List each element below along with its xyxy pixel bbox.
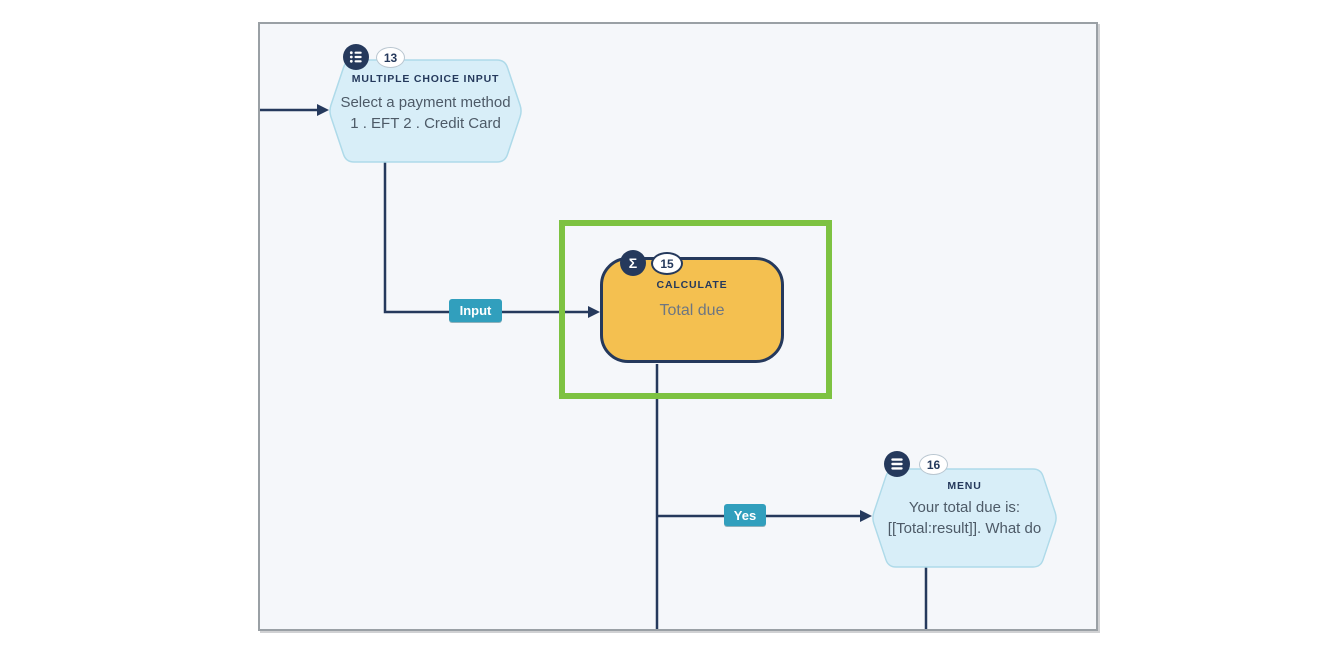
bullet-list-icon (343, 44, 369, 70)
edge-label-yes[interactable]: Yes (724, 504, 766, 526)
sigma-icon: Σ (620, 250, 646, 276)
arrowhead-entry (317, 104, 329, 116)
node-type-label: MULTIPLE CHOICE INPUT (351, 73, 500, 85)
node-number-badge: 15 (651, 252, 683, 275)
node-calculate[interactable]: Σ 15 CALCULATE Total due (600, 250, 784, 363)
node-body-text: Your total due is: [[Total:result]]. Wha… (887, 499, 1042, 537)
node-number: 15 (660, 256, 674, 271)
node-number: 13 (383, 50, 398, 65)
node-type-label: MENU (947, 480, 982, 492)
node-type-label: CALCULATE (656, 279, 728, 291)
edge-label-input[interactable]: Input (449, 299, 502, 322)
node-number-badge: 13 (376, 47, 405, 68)
arrowhead-yes (860, 510, 872, 522)
node-body-text: Select a payment method 1 . EFT 2 . Cred… (340, 94, 511, 132)
node-body-text: Total due (659, 302, 725, 319)
hamburger-menu-icon (884, 451, 910, 477)
node-multiple-choice-input[interactable]: 13 MULTIPLE CHOICE INPUT Select a paymen… (329, 44, 522, 163)
node-number: 16 (926, 457, 941, 472)
connector-input (383, 162, 589, 314)
flow-canvas[interactable]: 13 MULTIPLE CHOICE INPUT Select a paymen… (258, 22, 1098, 631)
arrowhead-input (588, 306, 600, 318)
node-number-badge: 16 (919, 454, 948, 475)
node-menu[interactable]: 16 MENU Your total due is: [[Total:resul… (872, 451, 1057, 568)
